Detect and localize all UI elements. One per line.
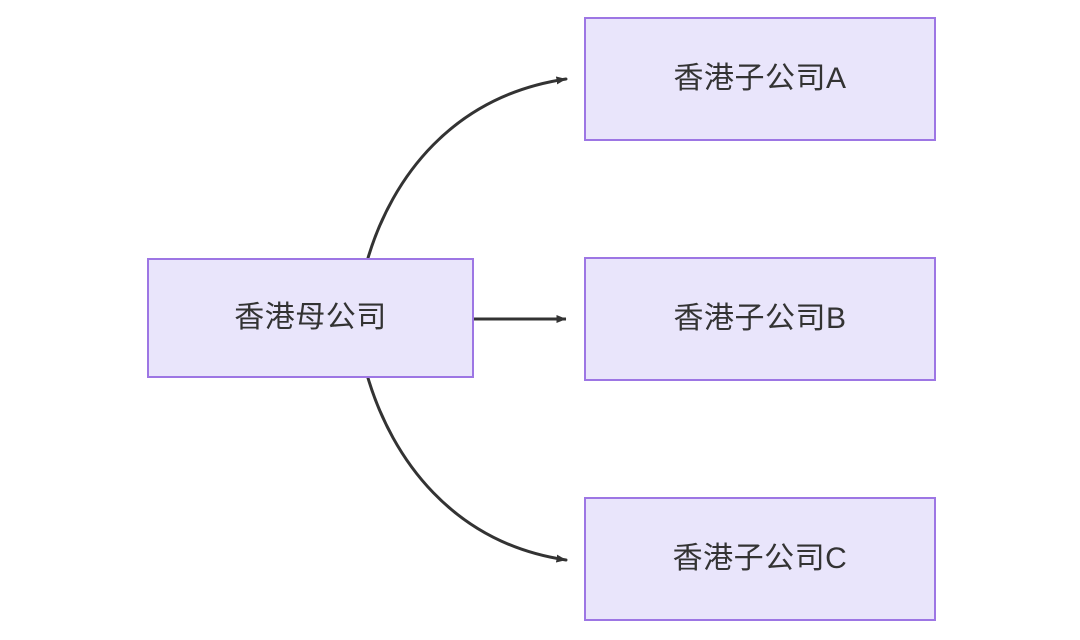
node-subsidiary-a-label: 香港子公司A [673, 62, 847, 95]
node-parent-company[interactable]: 香港母公司 [147, 258, 474, 378]
node-subsidiary-c-label: 香港子公司C [672, 542, 848, 575]
edge-parent-sub-c [366, 376, 568, 563]
edge-parent-sub-a [366, 76, 568, 260]
node-subsidiary-c[interactable]: 香港子公司C [584, 497, 936, 621]
node-subsidiary-a[interactable]: 香港子公司A [584, 17, 936, 141]
node-parent-company-label: 香港母公司 [234, 301, 387, 334]
node-subsidiary-b-label: 香港子公司B [673, 302, 847, 335]
node-subsidiary-b[interactable]: 香港子公司B [584, 257, 936, 381]
